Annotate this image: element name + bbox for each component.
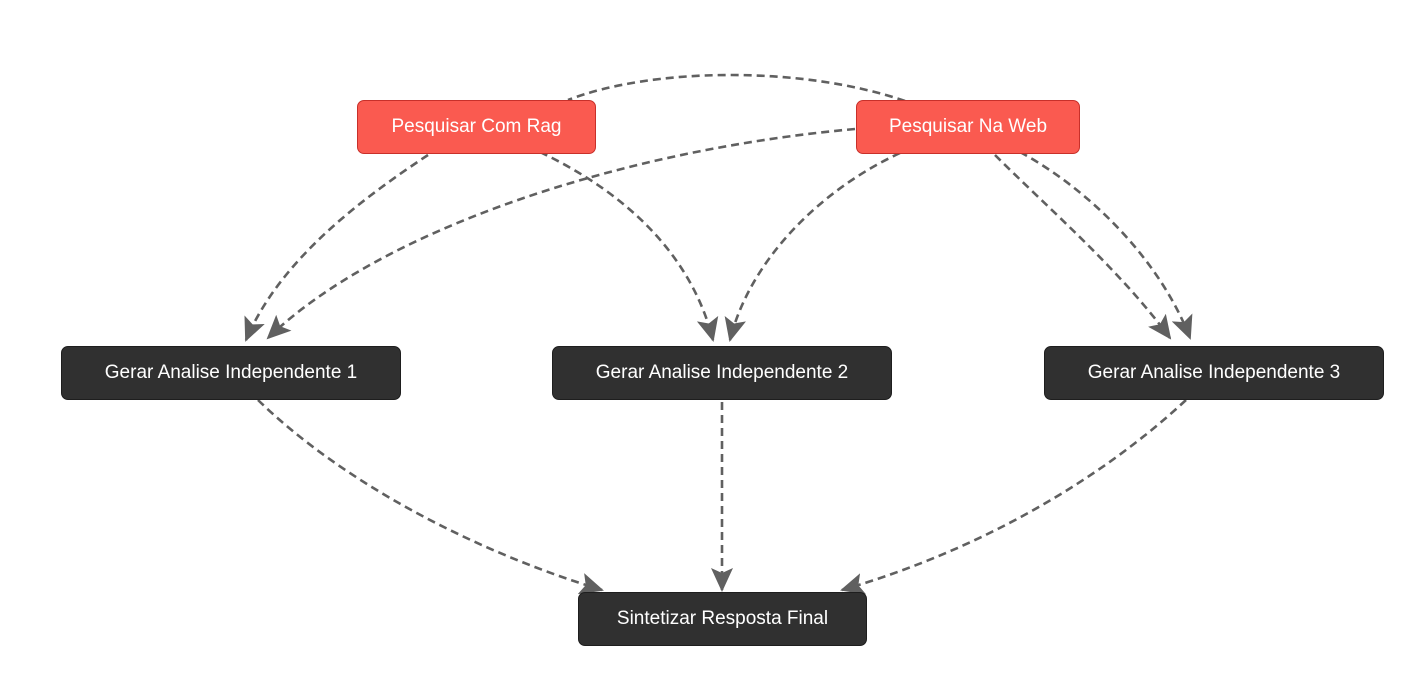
edge-g1-to-final: [257, 399, 604, 595]
node-gerar-analise-2[interactable]: Gerar Analise Independente 2: [552, 346, 892, 400]
node-sintetizar-resposta-final[interactable]: Sintetizar Resposta Final: [578, 592, 867, 646]
node-gerar-analise-1[interactable]: Gerar Analise Independente 1: [61, 346, 401, 400]
node-label: Gerar Analise Independente 3: [1087, 362, 1341, 383]
node-gerar-analise-3[interactable]: Gerar Analise Independente 3: [1044, 346, 1384, 400]
node-label: Pesquisar Com Rag: [391, 116, 562, 137]
edge-g3-to-final: [840, 399, 1187, 595]
edge-rag-to-g1: [244, 153, 429, 342]
node-label: Gerar Analise Independente 2: [595, 362, 849, 383]
node-label: Gerar Analise Independente 1: [104, 362, 358, 383]
node-pesquisar-com-rag[interactable]: Pesquisar Com Rag: [357, 100, 596, 154]
edge-web-to-g3-b: [1019, 150, 1193, 340]
edge-web-to-g2: [724, 151, 901, 342]
node-pesquisar-na-web[interactable]: Pesquisar Na Web: [856, 100, 1080, 154]
node-label: Pesquisar Na Web: [888, 116, 1048, 137]
edge-web-to-g3-a: [994, 154, 1172, 340]
edge-rag-to-g2: [539, 150, 719, 342]
edge-web-to-g1: [266, 127, 856, 340]
edge-web-to-rag: [567, 73, 906, 103]
node-label: Sintetizar Resposta Final: [616, 608, 829, 629]
